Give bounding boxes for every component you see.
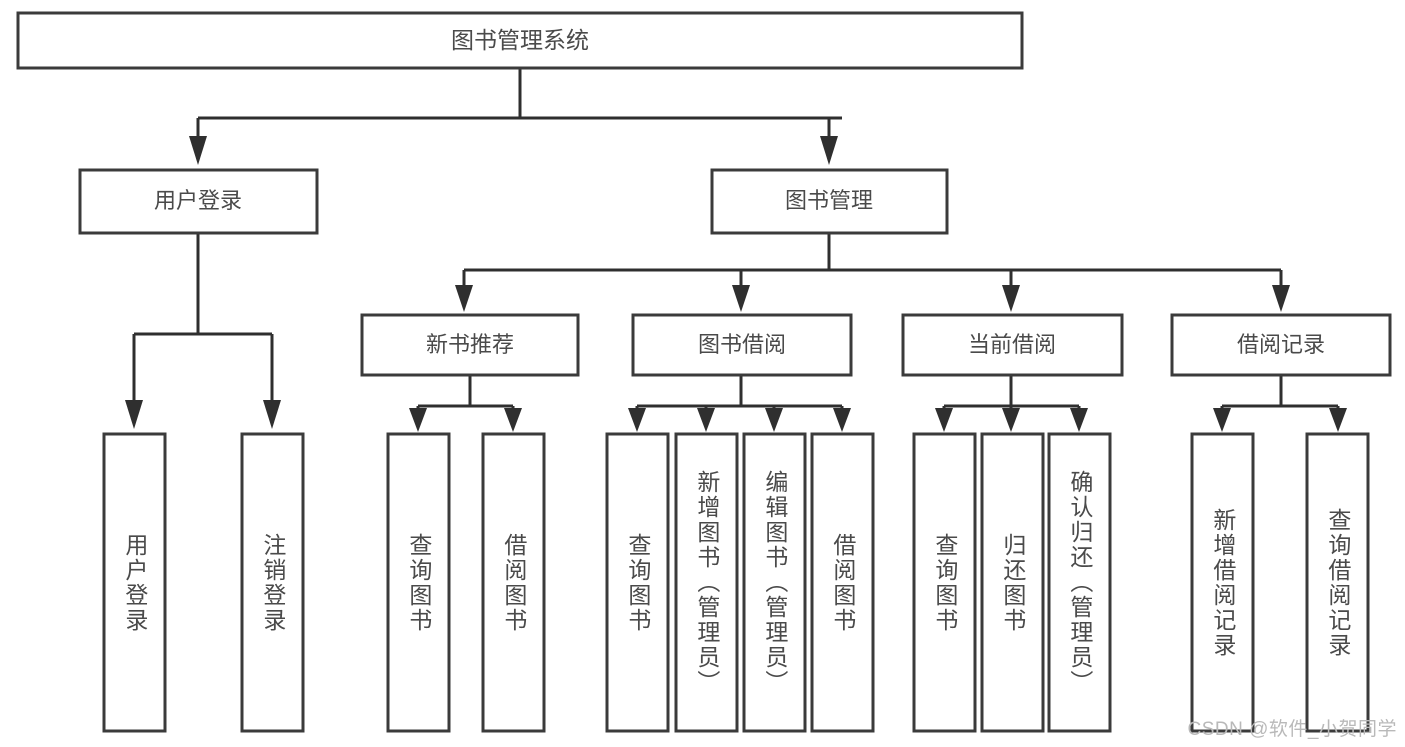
arrow-bb-leaf-1 — [628, 408, 646, 432]
arrow-br-leaf-2 — [1329, 408, 1347, 432]
leaf-group-current-borrow — [912, 432, 1112, 733]
leaf-box-query-book-1[interactable] — [386, 432, 451, 733]
connector-group-root — [189, 68, 842, 165]
connector-group-book-borrow — [628, 375, 851, 432]
node-user-login[interactable]: 用户登录 — [78, 168, 319, 235]
leaf-group-new-book-recommend — [386, 432, 546, 733]
connector-group-current-borrow — [935, 375, 1088, 432]
arrow-nbr-leaf-2 — [504, 408, 522, 432]
node-borrow-record[interactable]: 借阅记录 — [1170, 313, 1392, 377]
leaf-box-borrow-book-1[interactable] — [481, 432, 546, 733]
node-book-management[interactable]: 图书管理 — [710, 168, 949, 235]
connector-group-book-management — [455, 233, 1290, 312]
arrow-br-leaf-1 — [1213, 408, 1231, 432]
node-borrow-record-label: 借阅记录 — [1237, 332, 1325, 357]
node-current-borrow-box[interactable] — [901, 313, 1124, 377]
leaf-group-borrow-record — [1190, 432, 1370, 733]
arrow-bm-to-new-book — [455, 285, 473, 312]
node-new-book-recommend-box[interactable] — [360, 313, 580, 377]
arrow-cb-leaf-1 — [935, 408, 953, 432]
node-current-borrow[interactable]: 当前借阅 — [901, 313, 1124, 377]
leaf-box-edit-book[interactable] — [742, 432, 807, 733]
arrow-cb-leaf-2 — [1002, 408, 1020, 432]
arrow-root-to-book-management — [820, 136, 838, 165]
leaf-box-return-book[interactable] — [980, 432, 1045, 733]
leaf-box-confirm-return[interactable] — [1047, 432, 1112, 733]
node-new-book-recommend[interactable]: 新书推荐 — [360, 313, 580, 377]
node-current-borrow-label: 当前借阅 — [968, 332, 1056, 357]
arrow-root-to-user-login — [189, 136, 207, 165]
connector-group-borrow-record — [1213, 375, 1347, 432]
leaf-box-add-book[interactable] — [674, 432, 739, 733]
node-book-borrow-label: 图书借阅 — [698, 332, 786, 357]
arrow-bm-to-current-borrow — [1002, 285, 1020, 312]
node-user-login-box[interactable] — [78, 168, 319, 235]
arrow-bm-to-book-borrow — [732, 285, 750, 312]
arrow-nbr-leaf-1 — [409, 408, 427, 432]
connector-group-new-book-recommend — [409, 375, 522, 432]
leaf-box-query-book-3[interactable] — [912, 432, 977, 733]
arrow-bb-leaf-4 — [833, 408, 851, 432]
connector-group-user-login — [125, 233, 281, 429]
leaf-box-add-record[interactable] — [1190, 432, 1255, 733]
arrow-bb-leaf-3 — [765, 408, 783, 432]
arrow-bb-leaf-2 — [697, 408, 715, 432]
node-book-borrow-box[interactable] — [631, 313, 853, 377]
leaf-group-user-login — [102, 432, 305, 733]
leaf-box-query-record[interactable] — [1305, 432, 1370, 733]
node-user-login-label: 用户登录 — [154, 188, 242, 213]
leaf-box-query-book-2[interactable] — [605, 432, 670, 733]
leaf-box-user-login[interactable] — [102, 432, 167, 733]
node-book-borrow[interactable]: 图书借阅 — [631, 313, 853, 377]
csdn-watermark: CSDN @软件_小贺同学 — [1187, 719, 1397, 740]
leaf-box-borrow-book-2[interactable] — [810, 432, 875, 733]
leaf-group-book-borrow — [605, 432, 875, 733]
leaf-box-logout[interactable] — [240, 432, 305, 733]
node-root-box[interactable] — [16, 11, 1024, 70]
arrow-user-login-leaf-1 — [125, 400, 143, 429]
node-root-label: 图书管理系统 — [451, 27, 589, 53]
node-borrow-record-box[interactable] — [1170, 313, 1392, 377]
node-book-management-box[interactable] — [710, 168, 949, 235]
node-new-book-recommend-label: 新书推荐 — [426, 332, 514, 357]
arrow-bm-to-borrow-record — [1272, 285, 1290, 312]
node-book-management-label: 图书管理 — [785, 188, 873, 213]
arrow-user-login-leaf-2 — [263, 400, 281, 429]
node-root[interactable]: 图书管理系统 — [16, 11, 1024, 70]
arrow-cb-leaf-3 — [1070, 408, 1088, 432]
